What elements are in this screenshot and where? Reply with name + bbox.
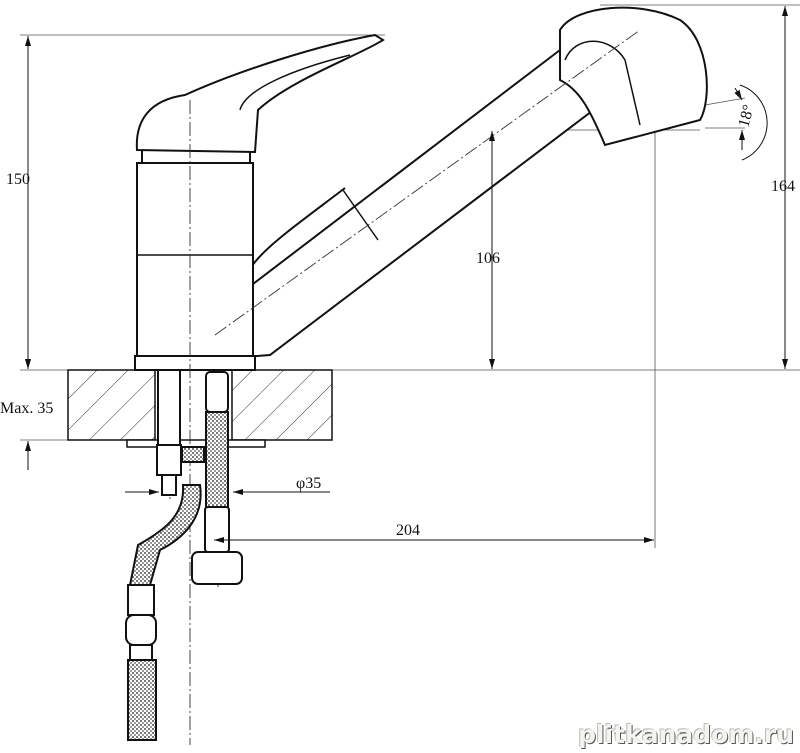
countertop bbox=[67, 369, 333, 448]
dim-total-height: 164 bbox=[771, 178, 795, 195]
watermark: plitkanadom.ru bbox=[578, 720, 794, 749]
dim-spout-reach: 204 bbox=[396, 522, 420, 539]
dim-hole-diameter: φ35 bbox=[296, 475, 321, 492]
faucet-body bbox=[134, 6, 708, 371]
dimension-lines bbox=[25, 6, 788, 543]
mounting-and-hoses bbox=[125, 369, 243, 741]
dim-spout-height: 106 bbox=[476, 250, 500, 267]
dim-spray-angle: 18° bbox=[735, 103, 757, 129]
dim-body-height: 150 bbox=[6, 171, 30, 188]
dim-max-countertop: Max. 35 bbox=[0, 400, 53, 417]
